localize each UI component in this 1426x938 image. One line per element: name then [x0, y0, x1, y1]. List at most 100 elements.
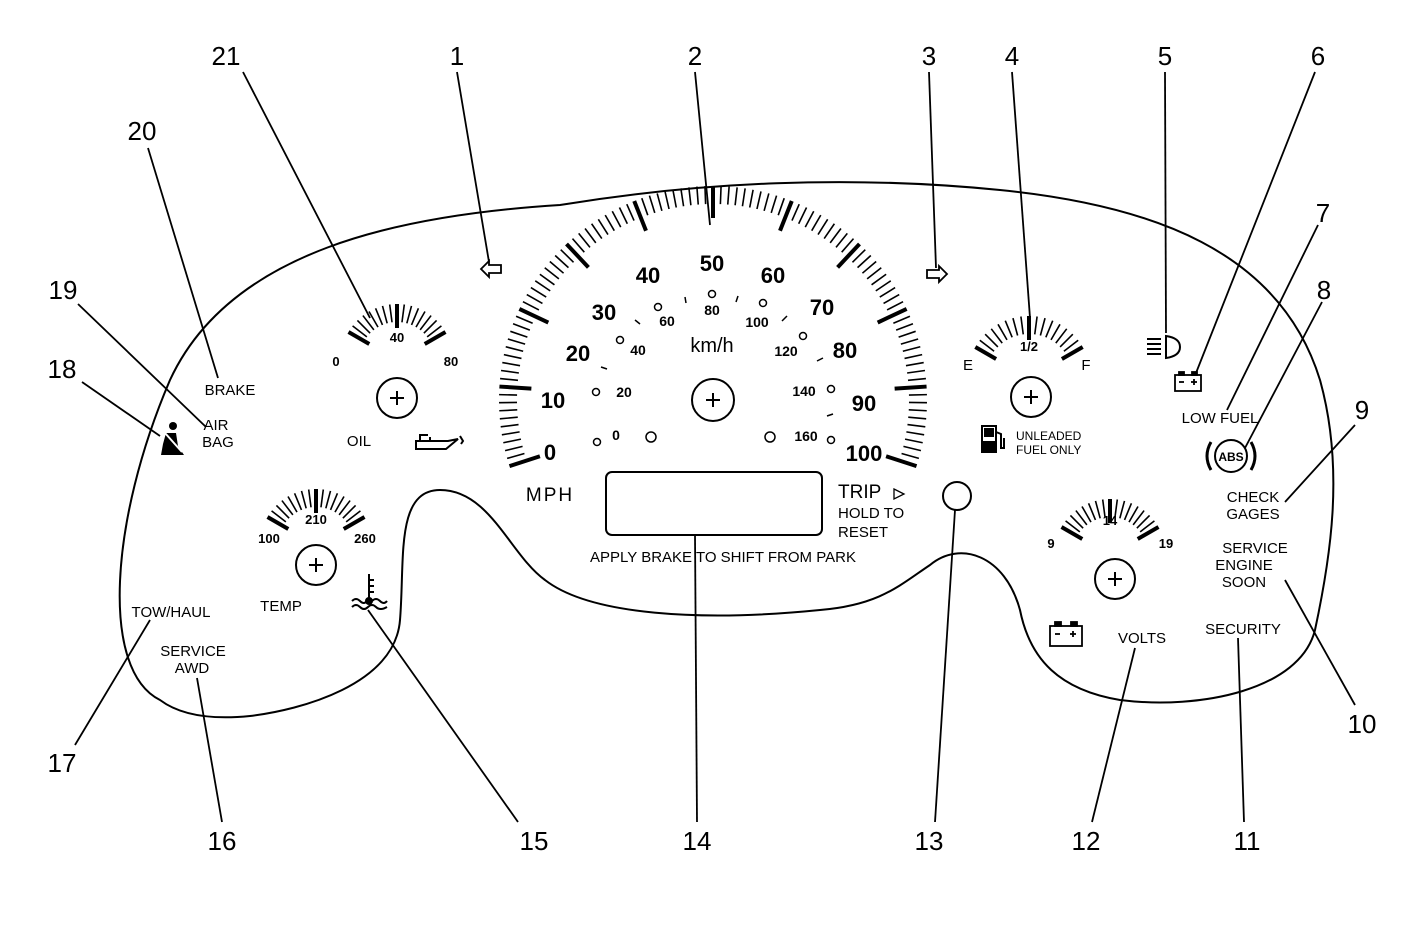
major-tick: [567, 244, 589, 267]
speedometer-hub: [692, 379, 734, 421]
minor-tick: [909, 410, 927, 411]
minor-tick: [681, 188, 684, 206]
service-engine-soon-label: SERVICE: [1222, 540, 1288, 557]
fuel-tick-label: F: [1081, 357, 1090, 374]
minor-tick: [697, 187, 698, 205]
minor-tick: [799, 208, 807, 224]
kmh-label: 60: [659, 313, 675, 329]
minor-tick: [502, 432, 520, 435]
minor-tick: [503, 439, 521, 443]
mph-label: 10: [541, 388, 565, 413]
minor-tick: [1120, 501, 1125, 518]
service-engine-soon-label: SOON: [1222, 574, 1266, 591]
minor-tick: [908, 379, 926, 381]
minor-tick: [901, 339, 918, 344]
minor-tick: [764, 193, 769, 210]
hold-to-label: HOLD TO: [838, 505, 904, 522]
minor-tick: [905, 355, 923, 359]
minor-tick: [321, 489, 323, 507]
major-tick: [349, 332, 370, 344]
major-tick: [519, 309, 548, 323]
minor-tick: [830, 228, 841, 242]
major-tick: [268, 517, 289, 529]
minor-tick: [805, 211, 813, 227]
minor-tick: [500, 379, 518, 381]
mph-label: 80: [833, 338, 857, 363]
minor-tick: [376, 308, 383, 325]
major-tick: [1062, 527, 1083, 539]
callout-8: 8: [1317, 275, 1331, 305]
mph-label: 100: [846, 441, 883, 466]
service-engine-soon-label: ENGINE: [1215, 557, 1273, 574]
minor-tick: [527, 295, 543, 304]
minor-tick: [908, 417, 926, 419]
minor-tick: [531, 288, 546, 297]
leader-lines: [75, 72, 1355, 822]
kmh-label: 120: [774, 343, 798, 359]
minor-tick: [412, 308, 419, 325]
callout-14: 14: [683, 826, 712, 856]
service-awd-label: AWD: [175, 660, 210, 677]
major-tick: [344, 517, 365, 529]
minor-tick: [665, 191, 669, 209]
minor-tick: [500, 417, 518, 419]
major-tick: [975, 347, 996, 359]
minor-tick: [771, 196, 776, 213]
callout-3: 3: [922, 41, 936, 71]
minor-tick: [876, 281, 891, 291]
callout-18: 18: [48, 354, 77, 384]
mph-label: 40: [636, 263, 660, 288]
fuel-gauge-hub: [1011, 377, 1051, 417]
temp-tick-label: 210: [305, 512, 327, 527]
mph-label: 70: [810, 295, 834, 320]
trip-reset-button[interactable]: [943, 482, 971, 510]
major-tick: [1062, 347, 1083, 359]
callout-5: 5: [1158, 41, 1172, 71]
kmh-unit: km/h: [690, 335, 733, 357]
minor-tick: [510, 331, 527, 337]
minor-tick: [513, 324, 530, 330]
minor-tick: [1125, 503, 1132, 520]
minor-tick: [523, 302, 539, 310]
minor-tick: [728, 187, 729, 205]
callout-11: 11: [1234, 826, 1261, 856]
seatbelt-icon: [161, 422, 184, 455]
minor-tick: [585, 228, 596, 242]
airbag-label: BAG: [202, 434, 234, 451]
minor-tick: [1089, 503, 1096, 520]
mph-label: 0: [544, 440, 556, 465]
callout-2: 2: [688, 41, 702, 71]
check-gages-label: CHECK: [1227, 489, 1280, 506]
minor-tick: [1035, 317, 1037, 335]
fuel-pump-icon: [982, 426, 1004, 452]
minor-tick: [507, 453, 524, 458]
callout-1: 1: [450, 41, 464, 71]
callout-9: 9: [1355, 395, 1369, 425]
minor-tick: [903, 347, 920, 351]
minor-tick: [906, 363, 924, 366]
minor-tick: [504, 355, 522, 359]
minor-tick: [501, 425, 519, 427]
minor-tick: [309, 489, 311, 507]
minor-tick: [742, 188, 745, 206]
mph-label: 60: [761, 263, 785, 288]
minor-tick: [540, 274, 555, 285]
major-tick: [895, 387, 927, 389]
minor-tick: [612, 211, 620, 227]
callout-6: 6: [1311, 41, 1325, 71]
minor-tick: [906, 432, 924, 435]
security-label: SECURITY: [1205, 621, 1281, 638]
callout-19: 19: [49, 275, 78, 305]
unleaded-label: UNLEADED: [1016, 429, 1082, 443]
minor-tick: [1046, 321, 1053, 338]
minor-tick: [331, 493, 338, 510]
speedometer-tick-ring: [499, 186, 927, 466]
major-tick: [509, 456, 539, 466]
minor-tick: [818, 219, 828, 234]
service-awd-label: SERVICE: [160, 643, 226, 660]
check-gages-label: GAGES: [1226, 506, 1279, 523]
abs-text: ABS: [1218, 450, 1243, 464]
callout-12: 12: [1072, 826, 1101, 856]
kmh-label: 0: [612, 427, 620, 443]
minor-tick: [642, 198, 648, 215]
